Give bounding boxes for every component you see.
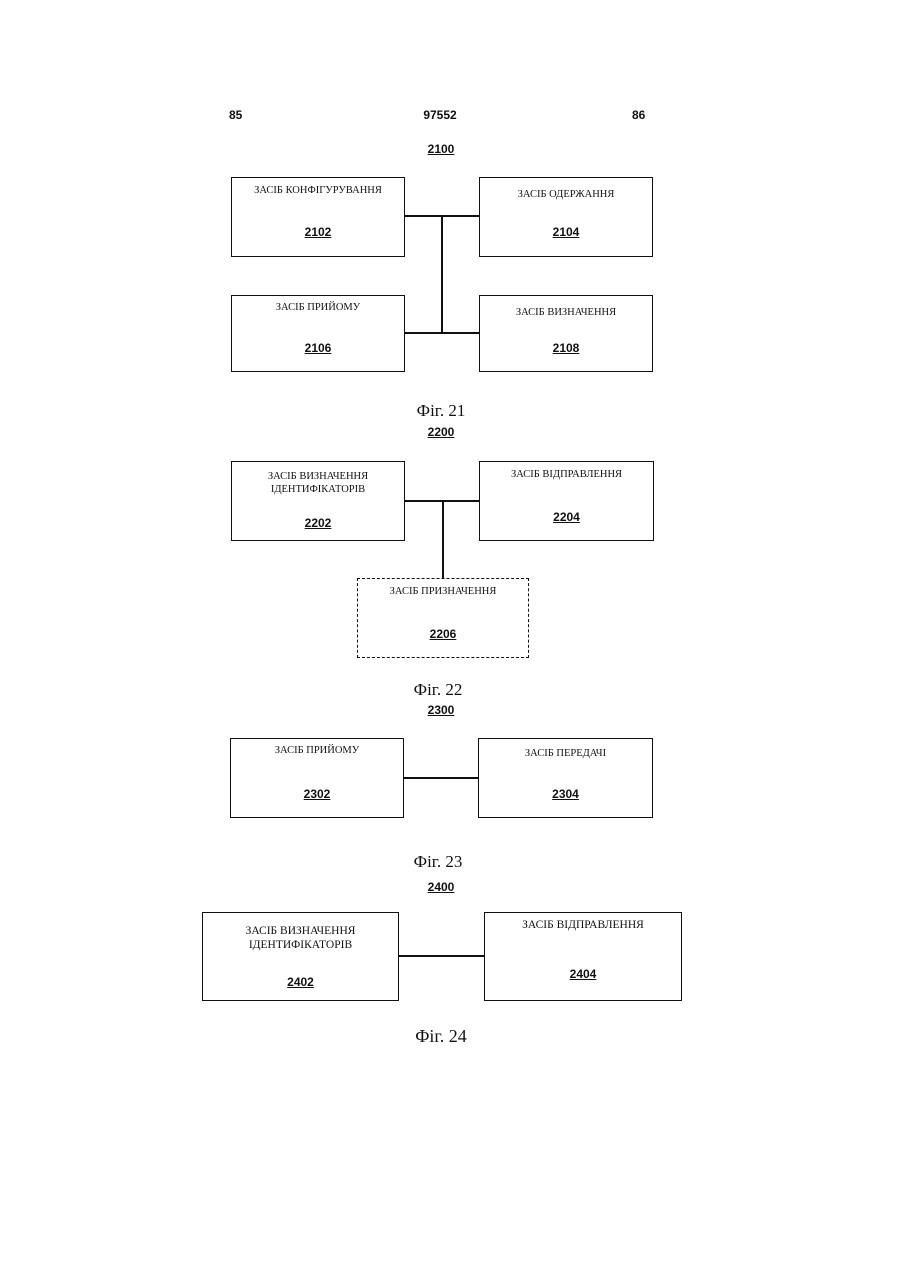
block-2106: ЗАСІБ ПРИЙОМУ 2106 [231, 295, 405, 372]
connector-line [399, 955, 484, 957]
block-label: ЗАСІБ ВИЗНАЧЕННЯ ІДЕНТИФІКАТОРІВ [236, 470, 400, 496]
figure-21-ref: 2100 [401, 142, 481, 156]
block-2204: ЗАСІБ ВІДПРАВЛЕННЯ 2204 [479, 461, 654, 541]
block-2206-optional: ЗАСІБ ПРИЗНАЧЕННЯ 2206 [357, 578, 529, 658]
block-label: ЗАСІБ КОНФІГУРУВАННЯ [236, 184, 400, 197]
block-ref: 2304 [479, 787, 652, 801]
page-number-left: 85 [229, 108, 242, 122]
block-2102: ЗАСІБ КОНФІГУРУВАННЯ 2102 [231, 177, 405, 257]
figure-22-ref: 2200 [401, 425, 481, 439]
block-label: ЗАСІБ ПРИЙОМУ [235, 744, 399, 757]
figure-24-caption: Фіг. 24 [391, 1026, 491, 1047]
block-ref: 2106 [232, 341, 404, 355]
block-ref: 2302 [231, 787, 403, 801]
connector-line [442, 500, 444, 578]
block-2202: ЗАСІБ ВИЗНАЧЕННЯ ІДЕНТИФІКАТОРІВ 2202 [231, 461, 405, 541]
block-label: ЗАСІБ ВІДПРАВЛЕННЯ [489, 918, 677, 932]
patent-number: 97552 [400, 108, 480, 122]
block-label: ЗАСІБ ВІДПРАВЛЕННЯ [484, 468, 649, 481]
block-ref: 2104 [480, 225, 652, 239]
block-label: ЗАСІБ ОДЕРЖАННЯ [484, 188, 648, 201]
connector-line [441, 215, 443, 332]
block-2304: ЗАСІБ ПЕРЕДАЧІ 2304 [478, 738, 653, 818]
block-label: ЗАСІБ ВИЗНАЧЕННЯ ІДЕНТИФІКАТОРІВ [207, 924, 394, 952]
block-2404: ЗАСІБ ВІДПРАВЛЕННЯ 2404 [484, 912, 682, 1001]
block-label: ЗАСІБ ПЕРЕДАЧІ [483, 747, 648, 760]
figure-21-caption: Фіг. 21 [391, 401, 491, 421]
connector-line [405, 332, 479, 334]
page-number-right: 86 [632, 108, 645, 122]
block-label: ЗАСІБ ВИЗНАЧЕННЯ [484, 306, 648, 319]
block-ref: 2404 [485, 967, 681, 981]
block-ref: 2202 [232, 516, 404, 530]
block-label: ЗАСІБ ПРИЙОМУ [236, 301, 400, 314]
block-2108: ЗАСІБ ВИЗНАЧЕННЯ 2108 [479, 295, 653, 372]
block-2104: ЗАСІБ ОДЕРЖАННЯ 2104 [479, 177, 653, 257]
block-ref: 2402 [203, 975, 398, 989]
figure-23-caption: Фіг. 23 [388, 852, 488, 872]
block-ref: 2204 [480, 510, 653, 524]
block-2402: ЗАСІБ ВИЗНАЧЕННЯ ІДЕНТИФІКАТОРІВ 2402 [202, 912, 399, 1001]
figure-23-ref: 2300 [401, 703, 481, 717]
block-label: ЗАСІБ ПРИЗНАЧЕННЯ [362, 585, 524, 598]
block-ref: 2102 [232, 225, 404, 239]
block-ref: 2206 [358, 627, 528, 641]
connector-line [404, 777, 478, 779]
figure-22-caption: Фіг. 22 [388, 680, 488, 700]
block-2302: ЗАСІБ ПРИЙОМУ 2302 [230, 738, 404, 818]
block-ref: 2108 [480, 341, 652, 355]
figure-24-ref: 2400 [401, 880, 481, 894]
